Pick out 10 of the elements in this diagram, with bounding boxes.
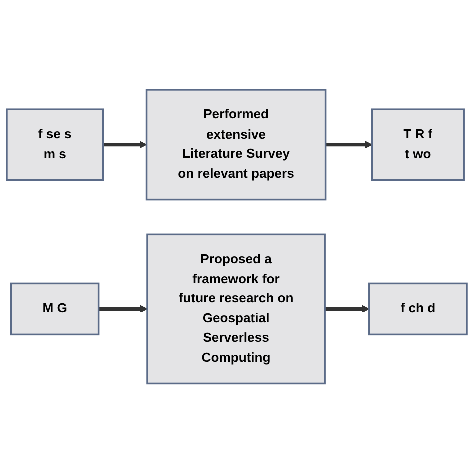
node-box: M G [10, 282, 100, 336]
arrow [325, 306, 370, 314]
node-box: Proposed a framework for future research on Geospatial Serverless Computing [146, 234, 326, 385]
node-box: Performed extensive Literature Survey on relevant papers [146, 89, 327, 201]
arrow [98, 306, 148, 314]
node-box: T R f t wo [371, 108, 465, 182]
arrow [326, 141, 373, 149]
arrow [103, 141, 148, 149]
node-box: f se s m s [6, 108, 104, 182]
node-box: f ch d [368, 282, 468, 336]
